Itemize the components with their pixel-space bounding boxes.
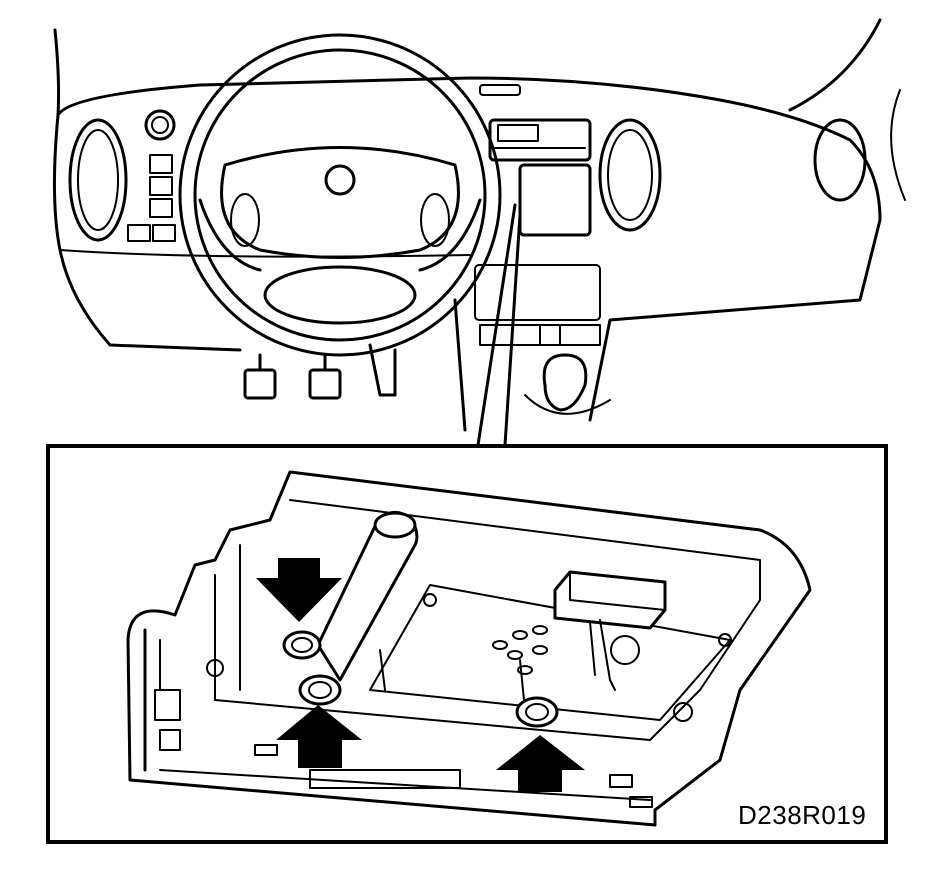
steering-wheel-hub xyxy=(220,146,460,259)
plate-screw-right xyxy=(718,633,732,647)
steering-wheel-logo xyxy=(324,164,356,196)
bottom-slot xyxy=(309,769,461,789)
steering-wheel-rim-inner xyxy=(193,48,487,342)
left-spoke-button xyxy=(230,193,260,247)
center-tunnel-left xyxy=(453,298,467,432)
gear-lever-knob xyxy=(542,353,588,412)
screw-lower-left xyxy=(298,674,342,706)
bottom-tab-2 xyxy=(609,774,633,788)
left-bracket-slot xyxy=(154,689,181,721)
hole-5 xyxy=(532,645,548,655)
screw-right xyxy=(515,696,559,728)
brake-pedal xyxy=(308,368,342,400)
connector-lead-1 xyxy=(599,619,616,691)
bottom-tab-1 xyxy=(254,744,278,756)
cylinder-end xyxy=(373,511,417,539)
lower-console xyxy=(474,264,601,321)
mount-hole-right xyxy=(673,702,693,722)
hole-3 xyxy=(532,625,548,635)
steering-column xyxy=(368,343,397,397)
switch-1 xyxy=(149,154,173,174)
plate-screw-left xyxy=(423,593,437,607)
hole-6 xyxy=(517,665,533,675)
panel-inner-rim xyxy=(289,499,761,691)
down-arrow xyxy=(256,558,342,622)
steering-wheel-rim xyxy=(178,33,502,357)
steering-wheel-lower-spoke xyxy=(263,265,417,325)
center-right-vent-inner xyxy=(607,129,653,221)
screw-upper-left xyxy=(282,630,322,660)
left-pillar xyxy=(53,28,61,117)
right-spoke-button xyxy=(420,193,450,247)
connector-socket xyxy=(610,635,640,665)
screw-lower-left-head xyxy=(308,681,332,699)
connector-edge xyxy=(569,571,666,611)
switch-4 xyxy=(127,224,151,242)
screw-upper-left-head xyxy=(291,637,313,653)
right-door-edge xyxy=(890,89,906,201)
left-air-vent-inner xyxy=(77,129,119,231)
up-arrow-left xyxy=(276,705,362,768)
callout-line-right xyxy=(503,213,522,447)
left-bracket-slot-2 xyxy=(159,729,181,751)
center-right-vent xyxy=(598,118,662,232)
up-arrow-right xyxy=(496,735,585,792)
headlight-knob xyxy=(144,109,176,141)
switch-2 xyxy=(149,176,173,196)
gear-boot xyxy=(524,394,611,415)
hole-1 xyxy=(492,640,508,650)
switch-5 xyxy=(152,224,176,242)
center-plate-post-left xyxy=(379,649,386,691)
mount-hole-left xyxy=(206,659,224,677)
right-air-vent xyxy=(813,118,867,202)
bottom-tab-3 xyxy=(629,796,653,808)
steering-wheel-right-spoke xyxy=(418,198,482,272)
hole-4 xyxy=(507,650,523,660)
dashboard-right-edge xyxy=(588,218,882,422)
center-vent xyxy=(479,84,521,96)
connector-lead-2 xyxy=(589,621,596,676)
dashboard-overview xyxy=(52,18,906,447)
headlight-knob-center xyxy=(151,116,169,134)
climate-panel xyxy=(518,163,592,237)
bottom-rail xyxy=(159,769,651,801)
clutch-pedal xyxy=(243,368,277,400)
dashboard-top xyxy=(56,76,882,222)
figure-code: D238R019 xyxy=(738,800,867,830)
right-pillar xyxy=(788,18,882,112)
hole-2 xyxy=(512,630,528,640)
callout-line-left xyxy=(476,203,517,447)
switch-3 xyxy=(149,198,173,218)
steering-wheel-left-spoke xyxy=(198,198,262,272)
radio-display xyxy=(497,124,539,142)
screw-right-head xyxy=(525,703,549,721)
left-air-vent xyxy=(68,118,128,242)
